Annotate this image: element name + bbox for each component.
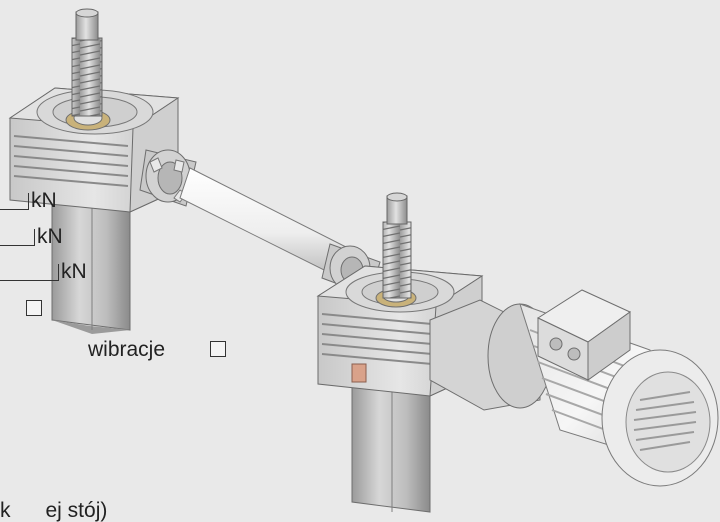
- option-checkbox[interactable]: [26, 300, 42, 316]
- unit-label-1: kN: [31, 189, 57, 212]
- vibration-label: wibracje: [88, 338, 166, 361]
- electric-motor: [429, 289, 719, 487]
- terminal-box: [536, 289, 631, 381]
- bottom-text-fragment: k ej stój): [0, 499, 108, 522]
- load-field-3[interactable]: [0, 264, 59, 281]
- load-field-1[interactable]: [0, 193, 29, 210]
- unit-label-2: kN: [37, 225, 63, 248]
- drive-shaft: [139, 149, 381, 297]
- vibration-checkbox[interactable]: [210, 341, 226, 357]
- load-field-2[interactable]: [0, 229, 35, 246]
- unit-label-3: kN: [61, 260, 87, 283]
- coupling-left: [139, 149, 197, 207]
